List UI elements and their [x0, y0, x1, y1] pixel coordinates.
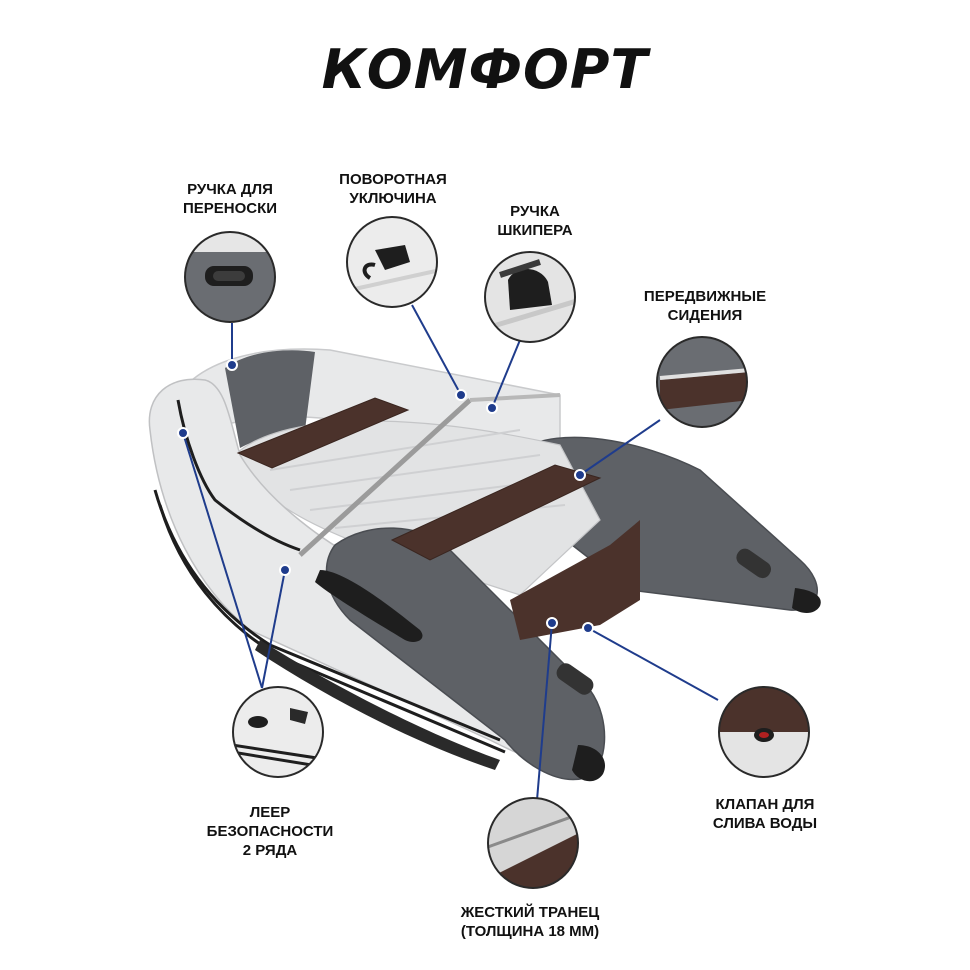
pointer-lines — [182, 304, 719, 801]
boat-bow-dark — [225, 350, 315, 448]
boat-transom — [510, 520, 640, 640]
detail-transom — [487, 797, 579, 889]
seat-rear — [390, 464, 602, 561]
oar — [298, 393, 561, 642]
label-carry-handle: РУЧКА ДЛЯ ПЕРЕНОСКИ — [182, 181, 278, 217]
boat — [148, 348, 821, 782]
detail-safety-rope — [232, 686, 324, 778]
boat-carry-handle-right — [736, 548, 772, 579]
seat-front — [236, 397, 410, 469]
detail-oarlock — [346, 216, 438, 308]
label-skipper-handle: РУЧКА ШКИПЕРА — [497, 203, 573, 239]
boat-stern-cone — [572, 745, 606, 782]
label-oarlock: ПОВОРОТНАЯ УКЛЮЧИНА — [339, 171, 447, 207]
label-drain-valve: КЛАПАН ДЛЯ СЛИВА ВОДЫ — [712, 796, 818, 832]
label-safety-rope: ЛЕЕР БЕЗОПАСНОСТИ 2 РЯДА — [206, 804, 334, 859]
label-movable-seats: ПЕРЕДВИЖНЫЕ СИДЕНИЯ — [643, 288, 767, 324]
pointer-dots — [177, 359, 594, 634]
boat-carry-handle-left — [556, 663, 594, 695]
boat-right-cone — [792, 588, 821, 613]
page-title: КОМФОРТ — [321, 38, 649, 101]
detail-movable-seats — [656, 336, 748, 428]
detail-drain-valve — [718, 686, 810, 778]
boat-keel — [255, 640, 500, 770]
detail-skipper-handle — [484, 251, 576, 343]
label-transom: ЖЕСТКИЙ ТРАНЕЦ (ТОЛЩИНА 18 ММ) — [460, 904, 600, 940]
detail-carry-handle — [184, 231, 276, 323]
